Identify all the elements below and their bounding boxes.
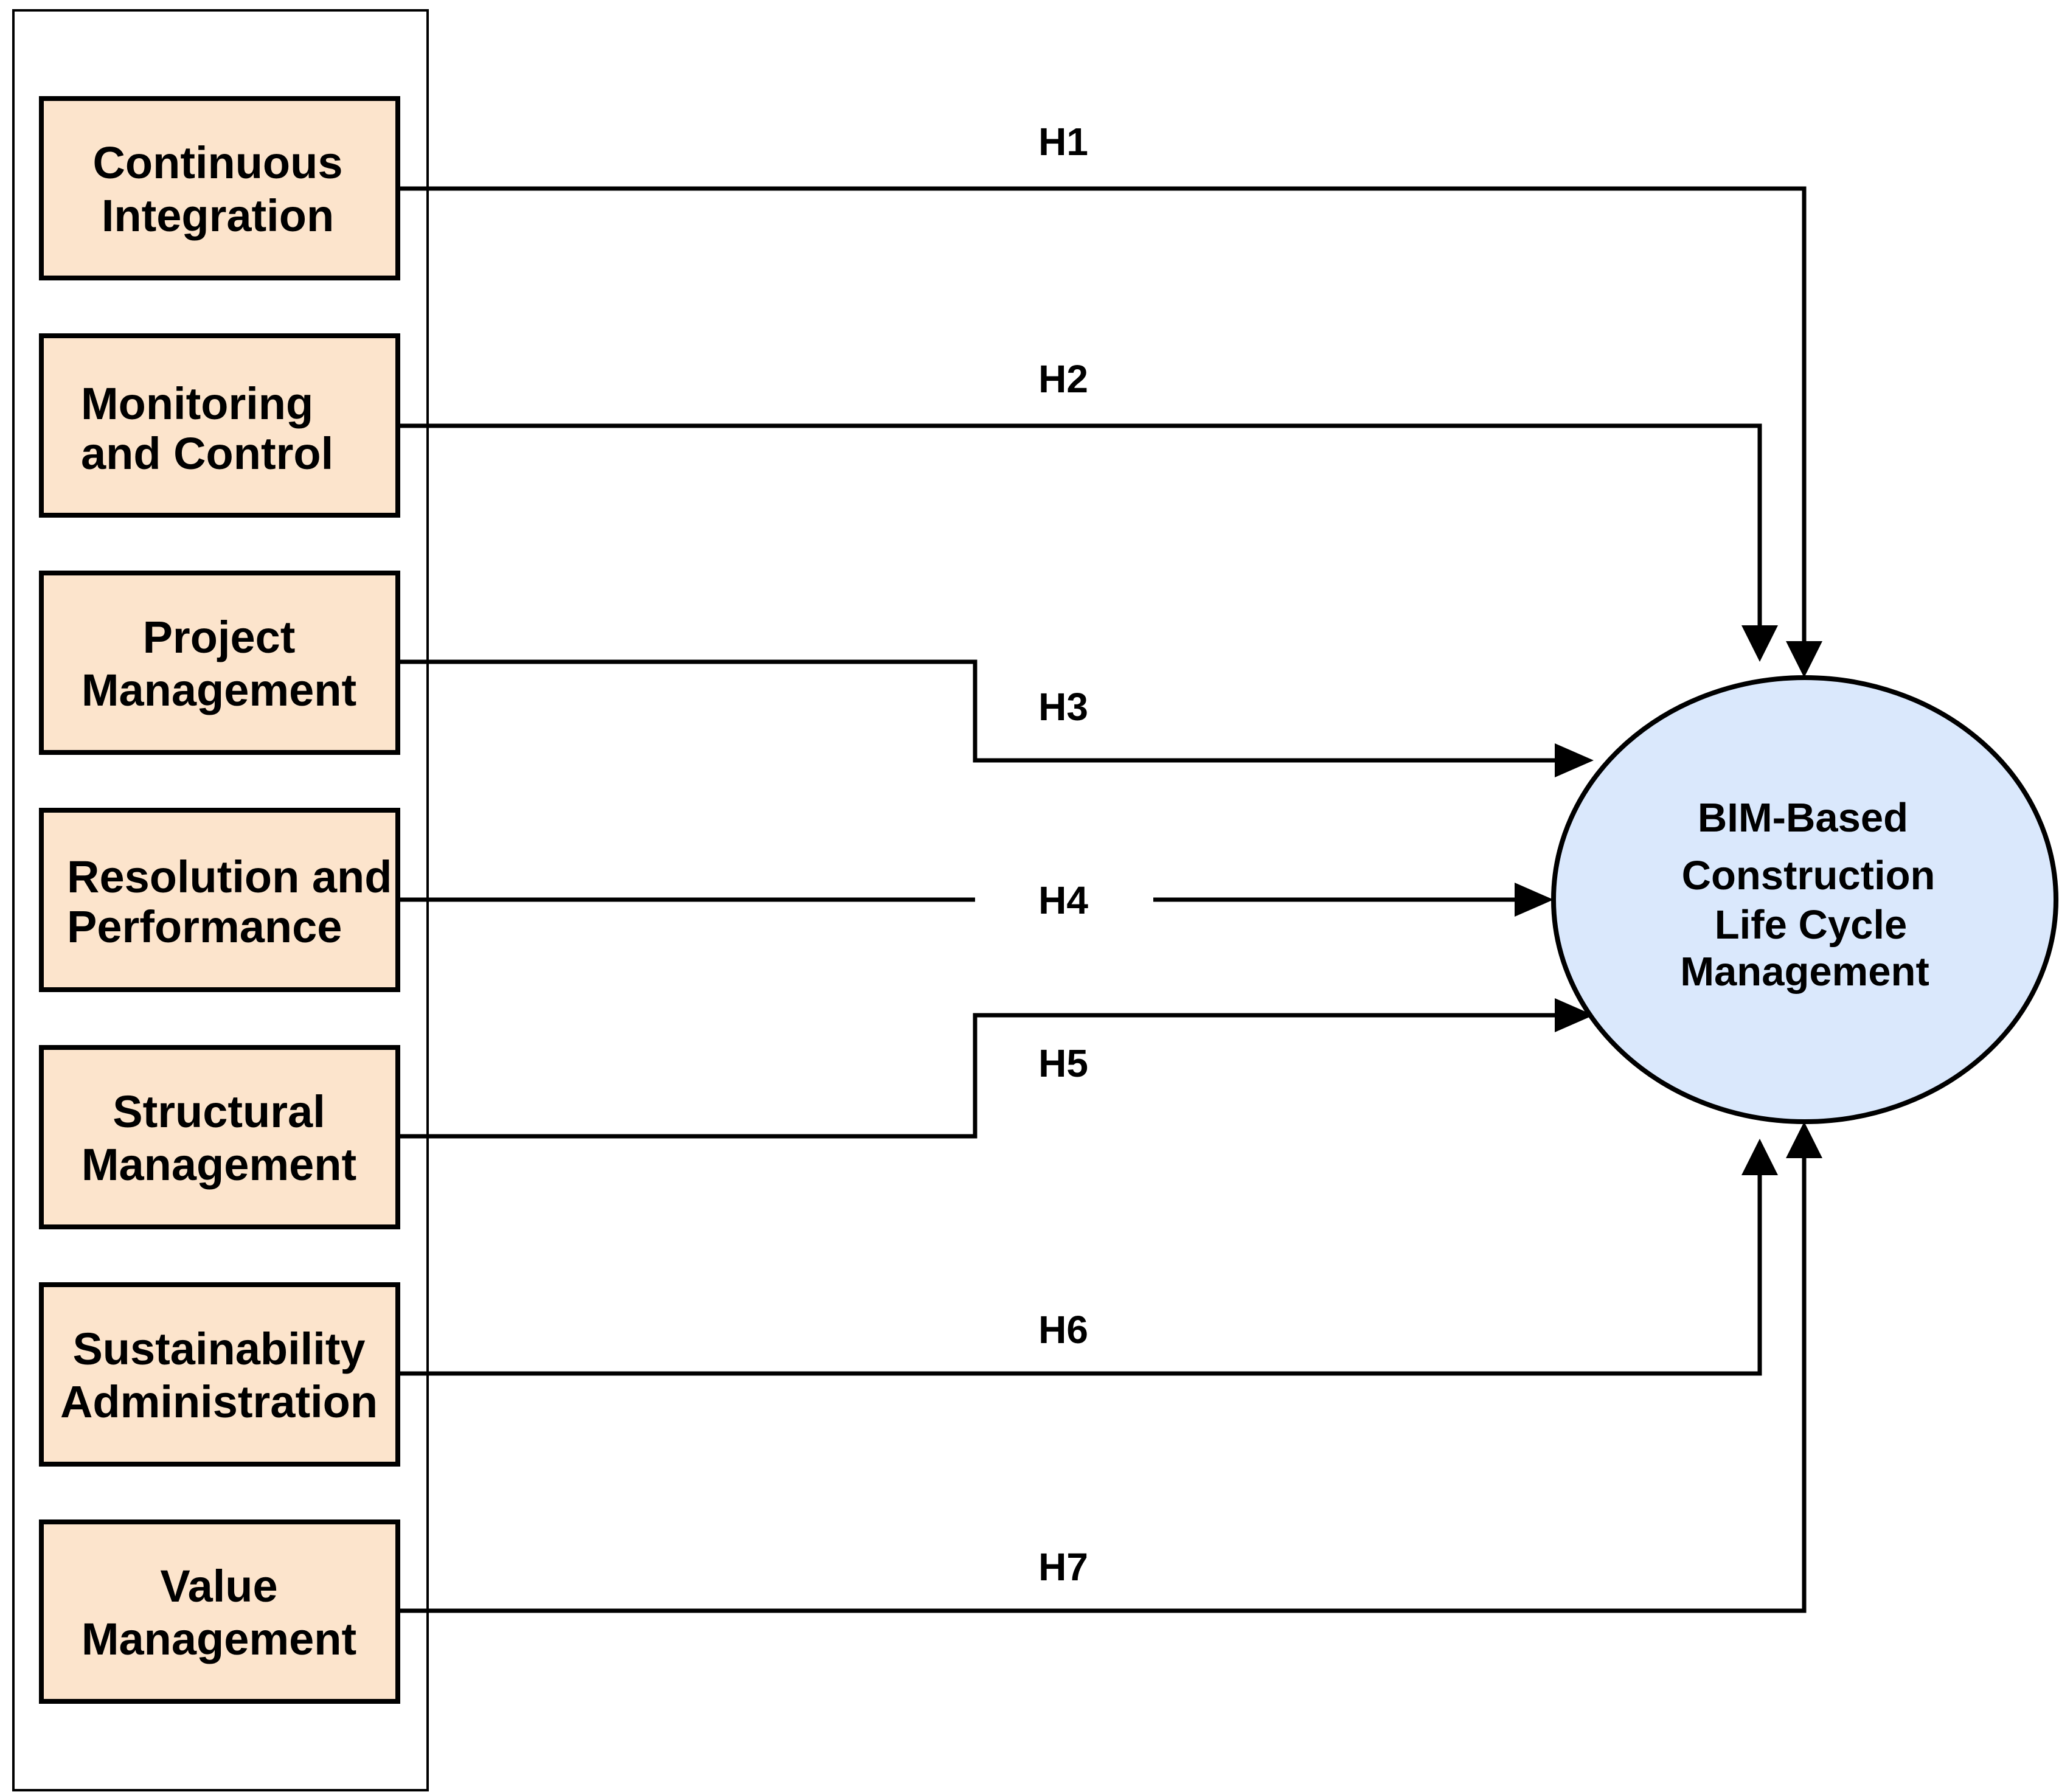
factor-monitoring-and-control: Monitoring and Control [39, 333, 400, 518]
factor-box [39, 96, 400, 280]
arrowhead-h6 [1741, 1139, 1778, 1175]
hypothesis-labels: H1 H2 H3 H4 H5 H6 H7 [1038, 120, 1088, 1589]
factor-project-management: Project Management [39, 571, 400, 755]
connector-h1 [398, 186, 1807, 657]
factor-value-management: Value Management [39, 1519, 400, 1704]
factor-label-line-2: Management [82, 1614, 356, 1664]
factor-continuous-integration: Continuous Integration [39, 96, 400, 280]
target-label-line-2: Construction [1682, 853, 1936, 898]
factor-label-line-2: Performance [67, 901, 342, 952]
factor-box [39, 333, 400, 518]
factor-label-line-1: Continuous [92, 137, 342, 188]
factor-label-line-2: and Control [81, 428, 333, 479]
target-label-line-1: BIM-Based [1698, 795, 1908, 841]
arrowheads [1515, 625, 1822, 1175]
factor-label-line-2: Administration [60, 1377, 378, 1427]
arrowhead-h7 [1786, 1122, 1822, 1158]
factor-label-line-1: Project [143, 612, 296, 662]
connectors [398, 186, 1807, 1613]
connector-h3 [398, 659, 1557, 763]
connector-h6 [398, 1162, 1762, 1376]
factor-label-line-2: Management [82, 665, 356, 715]
factor-label-line-1: Value [160, 1561, 277, 1611]
connector-h5 [398, 1013, 1557, 1139]
factor-structural-management: Structural Management [39, 1045, 400, 1229]
factor-box [39, 808, 400, 992]
factor-label-line-1: Resolution and [67, 852, 392, 902]
factor-label-line-2: Management [82, 1139, 356, 1190]
target-ellipse [1551, 675, 2058, 1124]
factor-sustainability-administration: Sustainability Administration [39, 1282, 400, 1467]
hypothesis-label-h2: H2 [1038, 357, 1088, 401]
arrowhead-h3 [1555, 743, 1594, 777]
factor-label-line-2: Integration [102, 190, 334, 241]
factor-resolution-and-performance: Resolution and Performance [39, 808, 400, 992]
target-construct: BIM-Based Construction Life Cycle Manage… [1551, 675, 2058, 1124]
factor-box [39, 1282, 400, 1467]
hypothesis-label-h1: H1 [1038, 120, 1088, 164]
hypothesis-label-h5: H5 [1038, 1041, 1088, 1085]
factor-box [39, 571, 400, 755]
arrowhead-h4 [1515, 883, 1554, 917]
factor-label-line-1: Structural [113, 1086, 325, 1137]
target-label-line-4: Management [1680, 949, 1929, 995]
factor-box [39, 1519, 400, 1704]
connector-h7 [398, 1144, 1807, 1613]
connector-h2 [398, 423, 1762, 639]
arrowhead-h5 [1555, 998, 1594, 1032]
factor-box [39, 1045, 400, 1229]
factor-label-line-1: Monitoring [81, 378, 313, 429]
arrowhead-h1 [1786, 641, 1822, 678]
hypothesis-label-h7: H7 [1038, 1545, 1088, 1589]
factor-label-line-1: Sustainability [72, 1324, 365, 1374]
hypothesis-label-h3: H3 [1038, 685, 1088, 729]
hypothesis-label-h4: H4 [1038, 878, 1088, 922]
arrowhead-h2 [1741, 625, 1778, 662]
hypothesis-label-h6: H6 [1038, 1308, 1088, 1352]
target-label-line-3: Life Cycle [1715, 902, 1908, 948]
